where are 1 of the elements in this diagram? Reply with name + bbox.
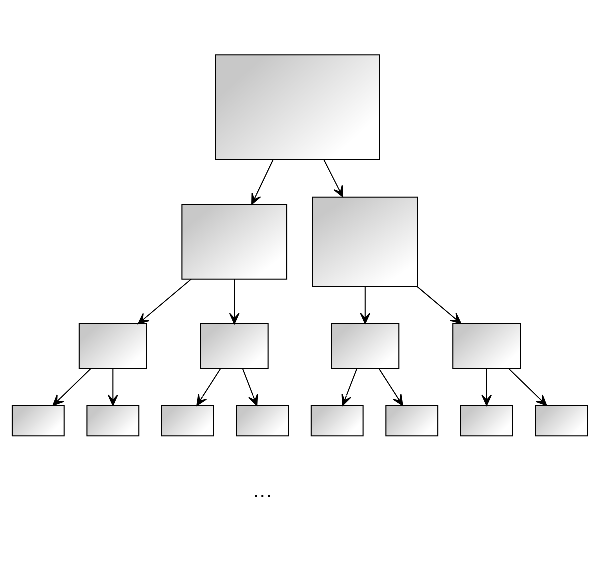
label: … [252, 478, 274, 502]
